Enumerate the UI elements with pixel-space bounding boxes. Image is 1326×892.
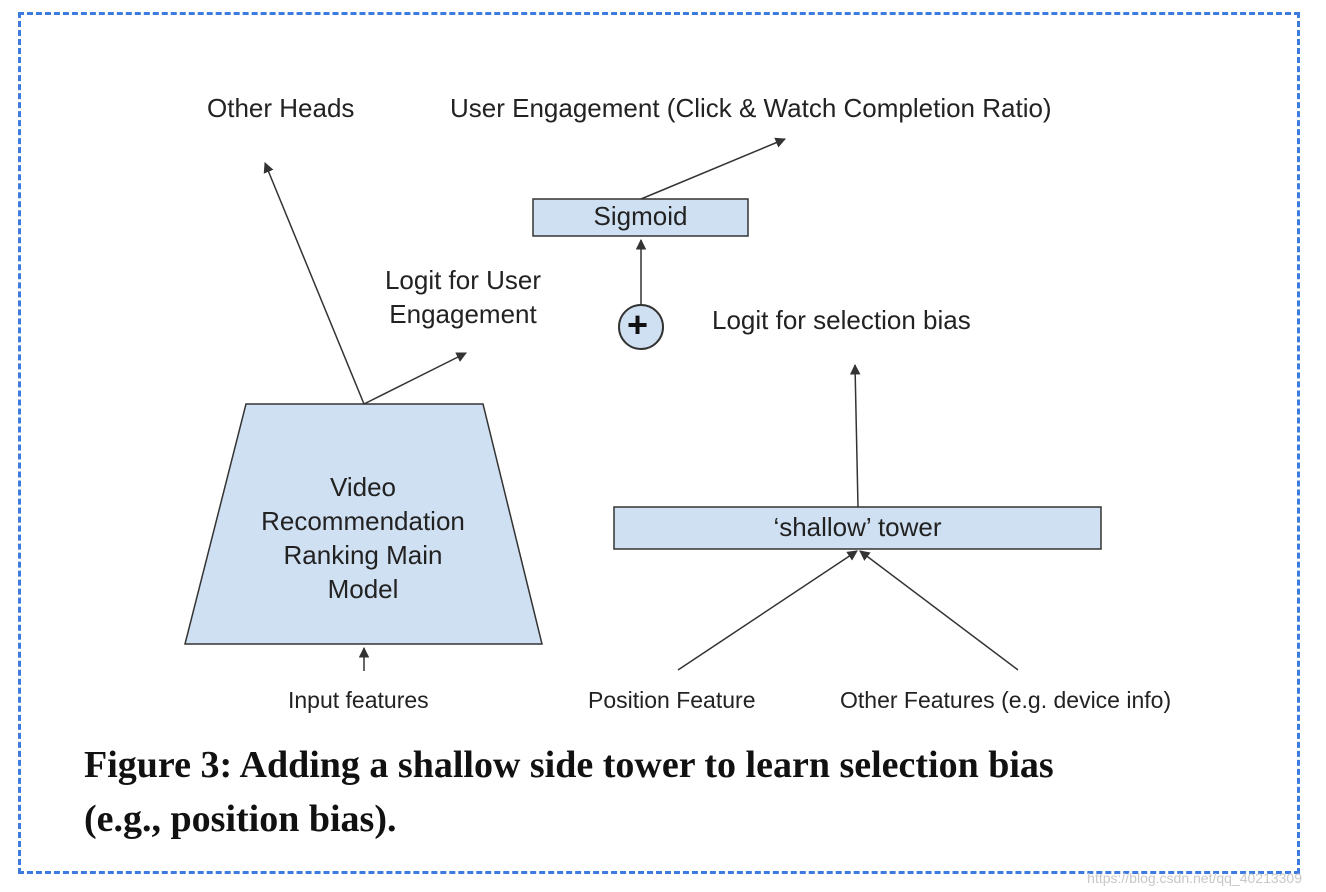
logit-user-label: Logit for User Engagement [360, 264, 566, 332]
user-engagement-label: User Engagement (Click & Watch Completio… [450, 93, 1052, 123]
watermark: https://blog.csdn.net/qq_40213309 [1087, 870, 1302, 886]
arrow-to-logit-user [363, 352, 467, 405]
logit-selection-label: Logit for selection bias [712, 305, 971, 335]
sigmoid-label: Sigmoid [593, 201, 688, 231]
arrow-position-to-tower [677, 550, 858, 671]
arrow-to-user-engagement [640, 137, 786, 200]
other-heads-label: Other Heads [207, 93, 355, 123]
other-features-label: Other Features (e.g. device info) [840, 687, 1172, 713]
shallow-tower-box [613, 506, 1102, 550]
plus-symbol: + [627, 304, 649, 345]
sigmoid-box [532, 198, 749, 237]
main-model-label: Video Recommendation Ranking Main Model [220, 470, 506, 606]
shallow-tower-label: ‘shallow’ tower [773, 512, 942, 542]
main-model-trapezoid [184, 403, 543, 645]
caption-line1: Figure 3: Adding a shallow side tower to… [84, 744, 1054, 786]
main-model-line1: Video [329, 472, 397, 502]
main-model-line4: Model [327, 574, 399, 604]
input-features-label: Input features [288, 687, 429, 713]
dashed-frame [18, 12, 1300, 874]
main-model-line2: Recommendation [261, 506, 465, 536]
logit-user-line1: Logit for User [384, 265, 542, 295]
position-feature-label: Position Feature [588, 687, 756, 713]
arrow-tower-to-selection-logit [849, 363, 861, 508]
arrow-other-features-to-tower [859, 550, 1019, 671]
main-model-line3: Ranking Main [283, 540, 443, 570]
arrow-to-other-heads [263, 162, 365, 405]
caption-line2: (e.g., position bias). [84, 798, 397, 840]
plus-circle [618, 304, 664, 350]
figure-caption: Figure 3: Adding a shallow side tower to… [84, 738, 1274, 846]
logit-user-line2: Engagement [389, 298, 537, 329]
